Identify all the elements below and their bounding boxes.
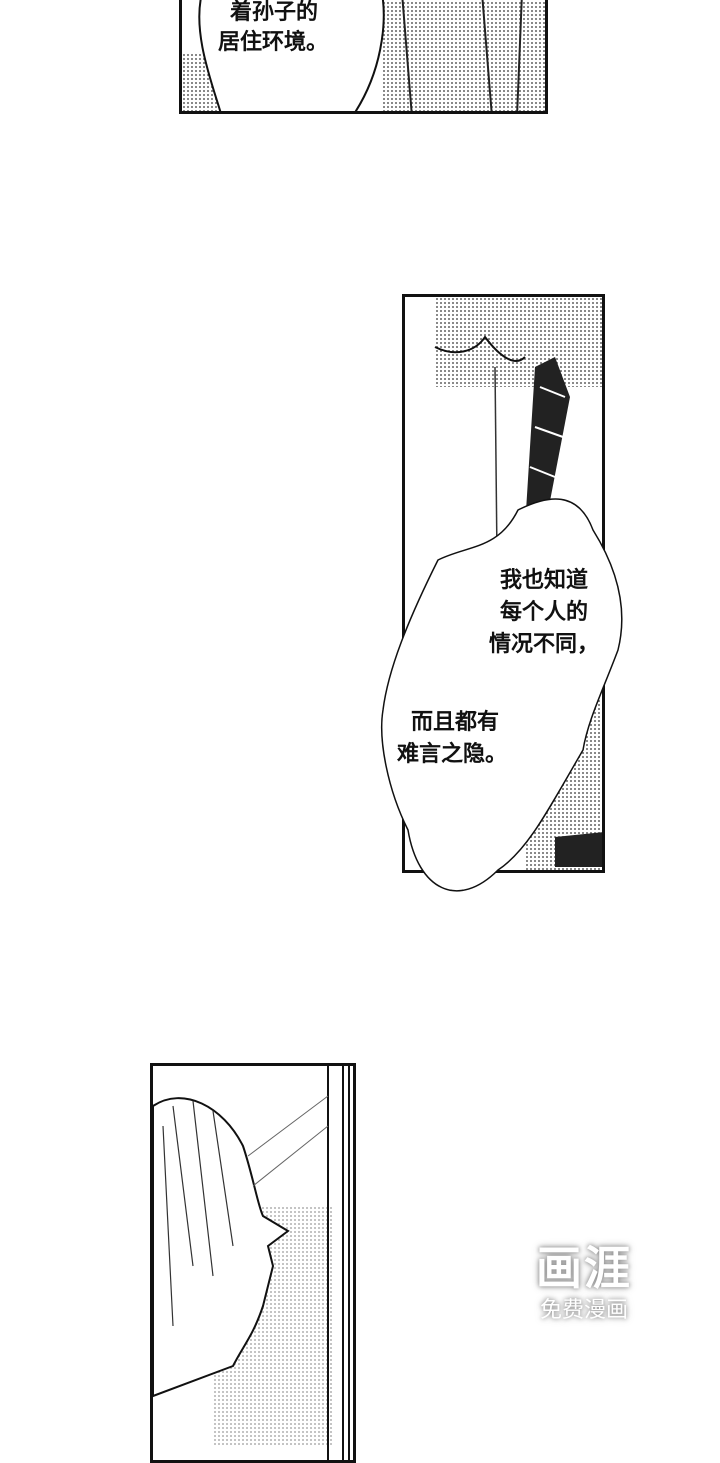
speech-bubble bbox=[198, 0, 523, 111]
character-art bbox=[434, 335, 602, 867]
character-art bbox=[153, 1066, 350, 1460]
dialogue-line: 我也知道 bbox=[500, 568, 589, 593]
comic-panel-top: 着孙子的 居住环境。 bbox=[179, 0, 548, 114]
comic-panel-bottom bbox=[150, 1063, 356, 1463]
dialogue-line: 难言之隐。 bbox=[397, 742, 508, 767]
dialogue-line: 每个人的 bbox=[500, 600, 589, 625]
dialogue-line: 情况不同， bbox=[489, 632, 600, 657]
dialogue-line: 着孙子的 bbox=[230, 0, 319, 25]
dialogue-line: 而且都有 bbox=[411, 710, 500, 735]
watermark: 画涯 免费漫画 bbox=[522, 1240, 646, 1326]
watermark-subtitle: 免费漫画 bbox=[539, 1298, 628, 1323]
screentone bbox=[435, 297, 602, 387]
dialogue-line: 居住环境。 bbox=[218, 30, 329, 55]
speech-bubble bbox=[380, 498, 623, 892]
watermark-logo: 画涯 bbox=[536, 1241, 632, 1295]
